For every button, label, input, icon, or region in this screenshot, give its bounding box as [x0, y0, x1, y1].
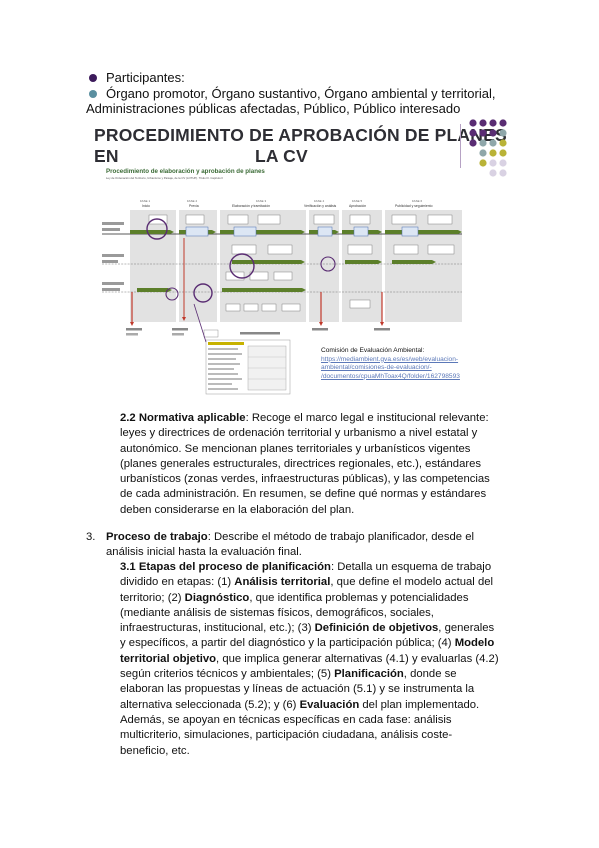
slide-divider	[460, 124, 461, 168]
bullet-dot-purple	[89, 74, 97, 82]
section-3-1-heading: 3.1 Etapas del proceso de planificación	[120, 561, 331, 573]
diagram-subtitle: Ley de Ordenación del Territorio, Urbani…	[106, 176, 223, 180]
procedure-flow-diagram: Procedimiento de elaboración y aprobació…	[102, 168, 462, 395]
bullet-dot-teal	[89, 90, 97, 98]
participants-list-line1: Órgano promotor, Órgano sustantivo, Órga…	[106, 86, 496, 101]
commission-note: Comisión de Evaluación Ambiental: https:…	[321, 347, 507, 381]
diagram-title: Procedimiento de elaboración y aprobació…	[106, 168, 265, 175]
phase-2-name: Previa	[189, 204, 199, 208]
phase-2-label: FASE 2	[187, 199, 198, 203]
section-3-heading: Proceso de trabajo	[106, 531, 208, 543]
slide-title-line1: PROCEDIMIENTO DE APROBACIÓN DE PLANES EN	[94, 125, 507, 166]
commission-link-line2[interactable]: ambiental/comisiones-de-evaluacion/-	[321, 364, 432, 372]
phase-6-name: Publicidad y seguimiento	[395, 204, 433, 208]
phase-3-label: FASE 3	[256, 199, 267, 203]
participants-list-line2: Administraciones públicas afectadas, Púb…	[86, 101, 461, 116]
slide-image: PROCEDIMIENTO DE APROBACIÓN DE PLANES EN…	[90, 118, 510, 396]
commission-link-line3[interactable]: /documentos/cpuaMhToax4Q/folder/16279859…	[321, 372, 460, 380]
phase-4-label: FASE 4	[314, 199, 325, 203]
section-3-1: 3.1 Etapas del proceso de planificación:…	[120, 561, 499, 757]
phase-6-label: FASE 6	[412, 199, 423, 203]
slide-title-line2: LA CV	[255, 146, 308, 166]
phase-5-label: FASE 5	[352, 199, 363, 203]
section-3-number: 3.	[86, 531, 96, 543]
phase-1-name: Inicio	[142, 204, 150, 208]
commission-label: Comisión de Evaluación Ambiental:	[321, 347, 425, 354]
section-2-2: 2.2 Normativa aplicable: Recoge el marco…	[120, 412, 490, 516]
section-2-2-heading: 2.2 Normativa aplicable	[120, 412, 246, 424]
phase-1-label: FASE 1	[140, 199, 151, 203]
section-3: Proceso de trabajo: Describe el método d…	[106, 531, 474, 559]
participants-heading: Participantes:	[106, 70, 185, 85]
commission-link-line1[interactable]: https://mediambient.gva.es/es/web/evalua…	[321, 355, 459, 363]
phase-3-name: Elaboración y tramitación	[232, 204, 270, 208]
phase-4-name: Verificación y análisis	[304, 204, 337, 208]
phase-5-name: Aprobación	[349, 204, 366, 208]
decorative-dot-grid	[469, 119, 507, 177]
